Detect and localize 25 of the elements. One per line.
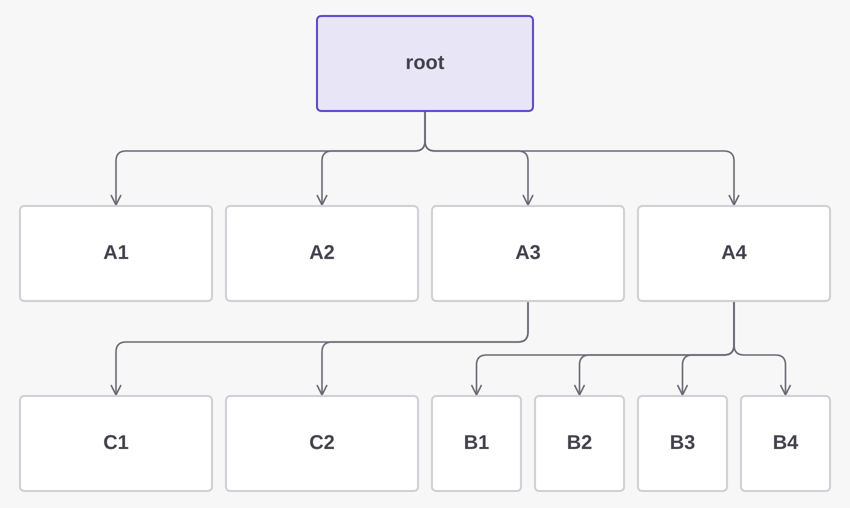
tree-node-box xyxy=(225,205,419,302)
node-label: B1 xyxy=(464,432,490,455)
node-label: C2 xyxy=(309,432,335,455)
node-label: B3 xyxy=(670,432,696,455)
tree-node-box xyxy=(316,15,534,112)
tree-node-box xyxy=(431,395,522,492)
tree-node-box xyxy=(431,205,625,302)
node-label: B2 xyxy=(566,432,592,455)
tree-node-box xyxy=(19,395,213,492)
node-label: B4 xyxy=(772,432,798,455)
tree-node-box xyxy=(19,205,213,302)
tree-node-box xyxy=(534,395,625,492)
tree-node-box xyxy=(225,395,419,492)
node-label: A1 xyxy=(103,242,129,265)
arrow xyxy=(424,112,740,206)
tree-node-box xyxy=(637,395,728,492)
node-label: root xyxy=(406,52,444,75)
node-label: A2 xyxy=(309,242,335,265)
node-label: A3 xyxy=(515,242,541,265)
tree-node-box xyxy=(637,205,831,302)
arrow xyxy=(316,302,529,396)
arrow xyxy=(733,302,792,396)
node-label: C1 xyxy=(103,432,129,455)
node-label: A4 xyxy=(721,242,747,265)
tree-node-box xyxy=(740,395,831,492)
